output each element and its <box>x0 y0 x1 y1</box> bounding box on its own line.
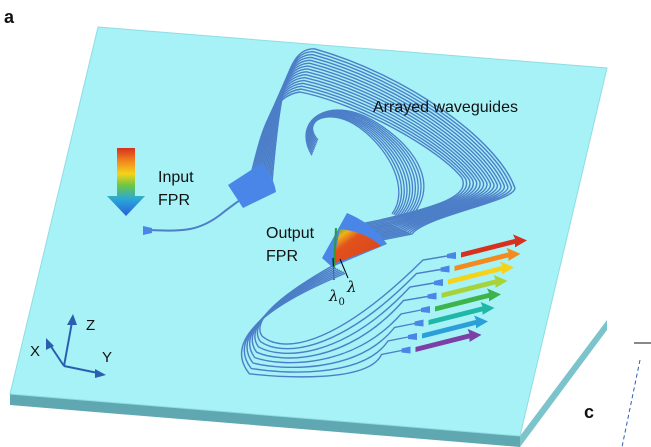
output-port-taper <box>447 252 456 259</box>
output-port-taper <box>414 319 424 327</box>
output-port-taper <box>408 333 417 340</box>
x-axis <box>49 344 65 367</box>
lambda-pointer <box>339 258 349 279</box>
input-waveguide <box>149 199 241 232</box>
arrayed-waveguide-inner-line <box>307 111 417 219</box>
panel-c-dashed-line <box>621 359 641 447</box>
output-port-taper <box>434 279 443 286</box>
input-taper <box>143 226 152 235</box>
output-waveguide-line <box>240 272 402 378</box>
z-axis-label: Z <box>86 317 95 334</box>
substrate-side-face <box>10 394 520 447</box>
output-wavelength-arrow <box>422 315 488 339</box>
arrayed-waveguide-inner-line <box>311 115 403 216</box>
input-fpr <box>228 163 276 208</box>
output-wavelength-arrow <box>435 288 501 312</box>
coordinate-axes: Z X Y <box>30 314 112 378</box>
input-fpr-label-line2: FPR <box>158 192 190 209</box>
lambda0-subscript: 0 <box>339 297 345 308</box>
arrayed-waveguide-inner-line <box>309 114 408 217</box>
output-port-taper <box>401 346 411 354</box>
substrate-right-side <box>520 320 607 447</box>
output-fpr-label-line2: FPR <box>266 248 298 265</box>
lambda0-label: λ0 <box>328 287 345 308</box>
input-light-arrow <box>107 148 145 216</box>
y-axis-label: Y <box>102 349 112 366</box>
output-wavelength-arrow <box>415 328 482 352</box>
input-section <box>143 163 276 235</box>
rainbow-arrow <box>107 148 145 216</box>
output-spectrum-arrows <box>415 234 527 352</box>
output-port-taper <box>421 306 430 313</box>
arrayed-waveguide-inner-line <box>306 110 422 220</box>
output-wavelength-arrow <box>461 234 527 258</box>
output-port-taper <box>440 265 450 273</box>
arrayed-waveguide-inner-line <box>306 111 419 220</box>
output-wavelength-arrow <box>454 247 521 271</box>
input-fpr-label-line1: Input <box>158 169 194 186</box>
z-axis <box>63 321 73 367</box>
arrayed-waveguide-inner-line <box>305 109 425 221</box>
z-axis-head <box>67 314 77 325</box>
lambda0-base: λ <box>328 287 339 305</box>
arrayed-waveguide-inner-line <box>310 114 405 216</box>
panel-label-c: c <box>584 402 594 422</box>
output-wavelength-arrow <box>448 261 514 285</box>
lambda0-ray <box>333 227 337 269</box>
arrayed-waveguide-inner-line <box>309 113 411 218</box>
output-waveguide-line <box>246 270 415 369</box>
arrayed-waveguide-line <box>271 48 516 241</box>
output-wavelength-arrow <box>428 301 495 325</box>
y-axis <box>63 365 99 374</box>
substrate-top-face <box>9 26 608 437</box>
output-waveguide-line <box>243 271 409 373</box>
dispersed-wedge <box>333 229 381 264</box>
x-axis-label: X <box>30 343 40 360</box>
output-fpr-label-line1: Output <box>266 225 315 242</box>
panel-label-a: a <box>4 7 15 27</box>
output-waveguides <box>240 252 456 378</box>
y-axis-head <box>95 369 106 378</box>
x-axis-head <box>46 338 54 350</box>
chip-substrate <box>9 26 608 447</box>
arrayed-waveguides <box>251 48 516 241</box>
arrayed-waveguide-inner-line <box>308 112 414 218</box>
output-wavelength-arrow <box>441 274 508 298</box>
arrayed-waveguides-label: Arrayed waveguides <box>373 99 518 116</box>
output-port-taper <box>427 292 437 300</box>
lambda-label: λ <box>346 278 357 296</box>
